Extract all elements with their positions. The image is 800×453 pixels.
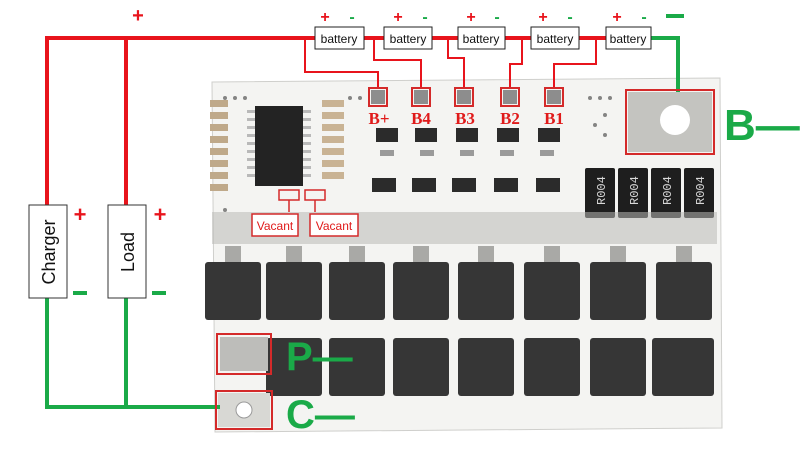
charger-label: Charger [39, 219, 59, 284]
bms-ic-chip [247, 106, 311, 186]
main-positive-sign: + [132, 5, 144, 27]
balance-tap-lines [304, 38, 597, 88]
resistor-code: R004 [694, 176, 708, 205]
balance-components [372, 128, 560, 192]
c-minus-label: C— [286, 393, 355, 437]
battery-minus-sign: - [494, 9, 499, 26]
battery-minus-sign: - [641, 9, 646, 26]
battery-plus-sign: + [466, 9, 475, 26]
mosfet-row-top [205, 262, 712, 320]
battery-label: battery [610, 32, 647, 46]
resistor-code: R004 [628, 176, 642, 205]
mosfet-row-bottom [266, 338, 714, 396]
battery-cell: battery + - [314, 9, 365, 50]
balance-pads: B+ B4 B3 B2 B1 [368, 87, 564, 128]
battery-label: battery [463, 32, 500, 46]
battery-label: battery [321, 32, 358, 46]
shunt-resistors: R004 R004 R004 R004 [585, 168, 714, 218]
battery-plus-sign: + [393, 9, 402, 26]
battery-minus-sign: - [349, 9, 354, 26]
b-minus-pad-outline [625, 89, 715, 155]
p-minus-label: P— [286, 335, 353, 379]
negative-end-dash [666, 14, 684, 18]
pad-label-b2: B2 [500, 109, 520, 128]
b-minus-label: B— [724, 101, 800, 150]
c-minus-pad-outline [215, 390, 273, 430]
battery-plus-sign: + [538, 9, 547, 26]
battery-label: battery [390, 32, 427, 46]
vacant-label-left: Vacant [257, 219, 294, 233]
charger-minus-sign [73, 291, 87, 295]
vacant-label-right: Vacant [316, 219, 353, 233]
resistor-code: R004 [661, 176, 675, 205]
battery-plus-sign: + [612, 9, 621, 26]
charger-plus-sign: + [74, 202, 87, 227]
pad-label-b1: B1 [544, 109, 564, 128]
battery-chain: battery + - battery + - battery + - batt… [132, 5, 684, 50]
battery-cell: battery + - [457, 9, 506, 50]
battery-cell: battery + - [530, 9, 580, 50]
pcb-board: R004 R004 R004 R004 [205, 77, 723, 433]
battery-minus-sign: - [567, 9, 572, 26]
battery-plus-sign: + [320, 9, 329, 26]
load-plus-sign: + [154, 202, 167, 227]
resistor-code: R004 [595, 176, 609, 205]
load-box: Load + [107, 202, 167, 299]
positive-wiring [45, 36, 606, 205]
load-minus-sign [152, 291, 166, 295]
battery-label: battery [537, 32, 574, 46]
vacant-markers: Vacant Vacant [251, 189, 359, 237]
negative-wiring [45, 36, 680, 409]
load-label: Load [118, 232, 138, 272]
pad-label-b3: B3 [455, 109, 475, 128]
battery-cell: battery + - [383, 9, 433, 50]
battery-minus-sign: - [422, 9, 427, 26]
charger-box: Charger + [28, 202, 87, 299]
pad-label-bplus: B+ [368, 109, 389, 128]
pad-label-b4: B4 [411, 109, 431, 128]
p-minus-pad-outline [216, 333, 272, 375]
battery-cell: battery + - [605, 9, 652, 50]
